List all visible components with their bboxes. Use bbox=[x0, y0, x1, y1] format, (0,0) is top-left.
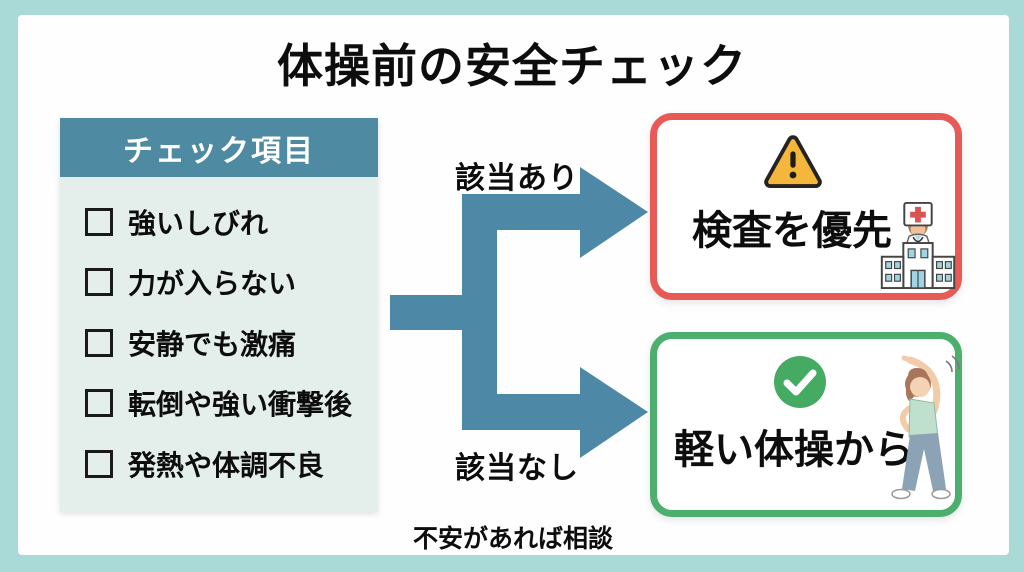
checkbox-icon bbox=[85, 389, 113, 417]
hospital-icon bbox=[880, 201, 956, 290]
outcome-safe-box: 軽い体操から bbox=[650, 332, 962, 517]
branch-yes-label: 該当あり bbox=[455, 162, 579, 195]
checklist-box: チェック項目 強いしびれ 力が入らない 安静でも激痛 転倒や強い衝撃後 発熱や体… bbox=[60, 118, 378, 512]
checkbox-icon bbox=[85, 449, 113, 478]
branch-no-label: 該当なし bbox=[455, 452, 579, 485]
list-item: 力が入らない bbox=[85, 262, 370, 302]
footer-note: 不安があれば相談 bbox=[412, 525, 613, 553]
warning-icon bbox=[764, 135, 822, 189]
outcome-danger-title: 検査を優先 bbox=[692, 209, 892, 253]
check-item-label: 強いしびれ bbox=[128, 207, 269, 239]
list-item: 転倒や強い衝撃後 bbox=[85, 383, 370, 423]
checkbox-icon bbox=[85, 328, 113, 357]
checkbox-icon bbox=[85, 207, 113, 236]
outcome-safe-title: 軽い体操から bbox=[674, 428, 914, 472]
check-circle-icon bbox=[774, 356, 826, 408]
stretching-person-illustration bbox=[891, 355, 960, 500]
check-item-label: 安静でも激痛 bbox=[128, 328, 297, 360]
list-item: 強いしびれ bbox=[85, 202, 370, 242]
outcome-danger-box: 検査を優先 bbox=[650, 113, 962, 300]
checklist-header: チェック項目 bbox=[60, 118, 378, 177]
checkbox-icon bbox=[85, 268, 113, 296]
list-item: 発熱や体調不良 bbox=[85, 444, 370, 484]
check-item-label: 力が入らない bbox=[128, 268, 297, 299]
check-item-label: 転倒や強い衝撃後 bbox=[128, 389, 353, 420]
check-item-label: 発熱や体調不良 bbox=[128, 449, 325, 481]
page-title: 体操前の安全チェック bbox=[277, 40, 747, 92]
checklist-body: 強いしびれ 力が入らない 安静でも激痛 転倒や強い衝撃後 発熱や体調不良 bbox=[60, 177, 378, 512]
list-item: 安静でも激痛 bbox=[85, 323, 370, 363]
